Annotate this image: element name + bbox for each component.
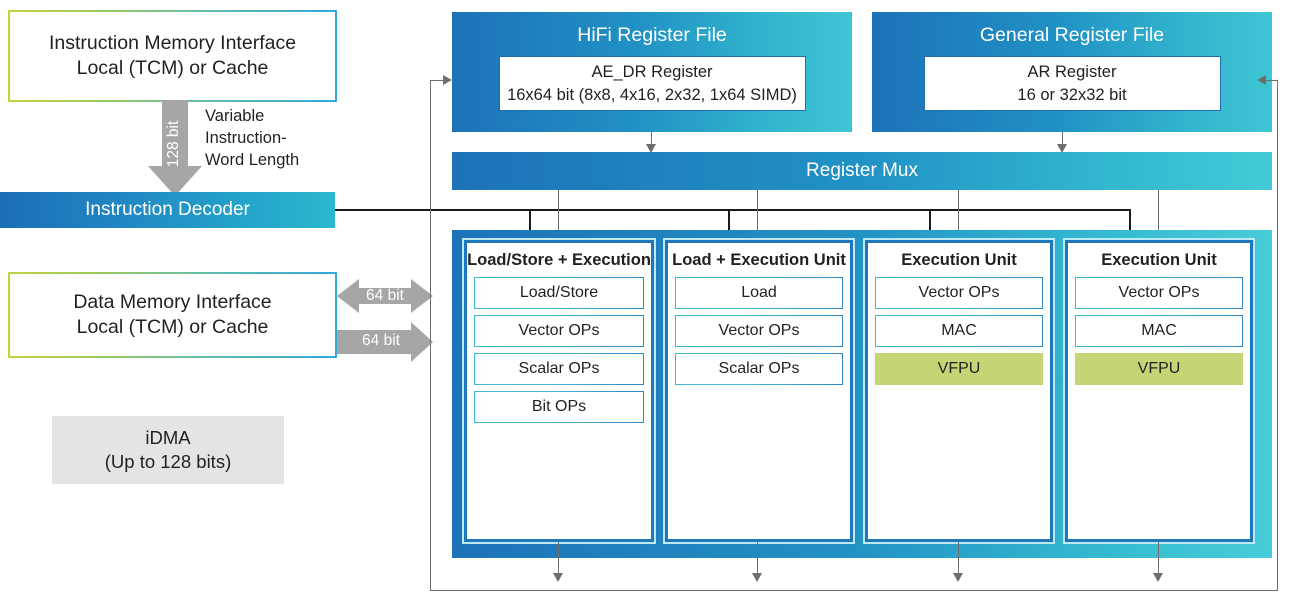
- instruction-bus-note: Variable Instruction- Word Length: [205, 106, 355, 172]
- data-memory-line1: Data Memory Interface: [73, 290, 272, 313]
- execution-unit-4-op-2: MAC: [1075, 315, 1243, 347]
- ae-dr-register-line2: 16x64 bit (8x8, 4x16, 2x32, 1x64 SIMD): [507, 85, 797, 104]
- execution-unit-4-op-1: Vector OPs: [1075, 277, 1243, 309]
- execution-unit-1-op-1: Load/Store: [474, 277, 644, 309]
- execution-unit-3-op-1: Vector OPs: [875, 277, 1043, 309]
- ae-dr-register-line1: AE_DR Register: [591, 63, 713, 82]
- hifi-register-file: HiFi Register File AE_DR Register 16x64 …: [452, 12, 852, 132]
- idma-block: iDMA (Up to 128 bits): [52, 416, 284, 484]
- writeback-drop-unit-1: [558, 542, 560, 576]
- instruction-memory-line2: Local (TCM) or Cache: [76, 57, 269, 79]
- execution-unit-2-op-3: Scalar OPs: [675, 353, 843, 385]
- data-bus-arrow-bidirectional: [337, 279, 433, 313]
- execution-unit-1-op-4: Bit OPs: [474, 391, 644, 423]
- execution-unit-2-op-2: Vector OPs: [675, 315, 843, 347]
- general-register-file: General Register File AR Register 16 or …: [872, 12, 1272, 132]
- execution-unit-2-title: Load + Execution Unit: [672, 251, 846, 269]
- writeback-left-arrow: [443, 75, 452, 85]
- data-bus-arrow-unidirectional: [337, 322, 433, 362]
- execution-unit-card-4: Execution Unit Vector OPs MAC VFPU: [1063, 238, 1255, 544]
- execution-unit-card-2: Load + Execution Unit Load Vector OPs Sc…: [663, 238, 855, 544]
- writeback-arrow-unit-1: [553, 573, 563, 582]
- instruction-memory-interface: Instruction Memory Interface Local (TCM)…: [8, 10, 337, 102]
- mux-drop-unit-1: [558, 190, 560, 237]
- instruction-decoder: Instruction Decoder: [0, 192, 335, 228]
- decoder-drop-unit-3: [929, 209, 931, 237]
- writeback-right-riser: [1277, 80, 1279, 590]
- writeback-left-feed: [430, 80, 445, 82]
- execution-unit-3-op-2: MAC: [875, 315, 1043, 347]
- execution-unit-4-title: Execution Unit: [1101, 251, 1217, 269]
- decoder-drop-unit-1: [529, 209, 531, 237]
- execution-unit-2-op-1: Load: [675, 277, 843, 309]
- execution-unit-card-3: Execution Unit Vector OPs MAC VFPU: [863, 238, 1055, 544]
- writeback-right-feed: [1263, 80, 1278, 82]
- data-memory-interface: Data Memory Interface Local (TCM) or Cac…: [8, 272, 337, 358]
- ar-register-line1: AR Register: [1027, 63, 1117, 82]
- writeback-arrow-unit-2: [752, 573, 762, 582]
- decoder-drop-unit-2: [728, 209, 730, 237]
- register-mux: Register Mux: [452, 152, 1272, 190]
- writeback-arrow-unit-4: [1153, 573, 1163, 582]
- execution-unit-card-1: Load/Store + Execution Load/Store Vector…: [462, 238, 656, 544]
- hifi-register-file-title: HiFi Register File: [577, 24, 727, 46]
- instruction-bus-note-line3: Word Length: [205, 150, 300, 169]
- execution-unit-1-op-3: Scalar OPs: [474, 353, 644, 385]
- general-to-mux-line: [1062, 132, 1064, 146]
- hifi-to-mux-arrow: [646, 144, 656, 153]
- mux-drop-unit-4: [1158, 190, 1160, 237]
- writeback-bus-horizontal: [430, 590, 1278, 592]
- decoder-bus-horizontal: [335, 209, 1130, 211]
- writeback-drop-unit-3: [958, 542, 960, 576]
- writeback-right-arrow: [1257, 75, 1266, 85]
- ar-register-box: AR Register 16 or 32x32 bit: [923, 56, 1221, 111]
- instruction-memory-line1: Instruction Memory Interface: [48, 31, 297, 54]
- execution-unit-3-title: Execution Unit: [901, 251, 1017, 269]
- writeback-drop-unit-2: [757, 542, 759, 576]
- hifi-to-mux-line: [651, 132, 653, 146]
- idma-line1: iDMA: [145, 426, 191, 448]
- mux-drop-unit-2: [757, 190, 759, 237]
- execution-unit-1-op-2: Vector OPs: [474, 315, 644, 347]
- mux-drop-unit-3: [958, 190, 960, 237]
- instruction-decoder-label: Instruction Decoder: [85, 199, 250, 220]
- execution-unit-1-title: Load/Store + Execution: [467, 251, 651, 269]
- writeback-drop-unit-4: [1158, 542, 1160, 576]
- decoder-drop-unit-4: [1129, 209, 1131, 237]
- register-mux-label: Register Mux: [806, 160, 918, 181]
- data-memory-line2: Local (TCM) or Cache: [76, 316, 269, 338]
- writeback-left-riser: [430, 80, 432, 590]
- general-to-mux-arrow: [1057, 144, 1067, 153]
- instruction-bus-arrow: [148, 100, 202, 196]
- instruction-bus-note-line1: Variable: [205, 107, 265, 125]
- ar-register-line2: 16 or 32x32 bit: [1017, 85, 1127, 104]
- execution-unit-3-op-3: VFPU: [875, 353, 1043, 385]
- idma-line2: (Up to 128 bits): [104, 451, 232, 472]
- execution-unit-4-op-3: VFPU: [1075, 353, 1243, 385]
- ae-dr-register-box: AE_DR Register 16x64 bit (8x8, 4x16, 2x3…: [498, 56, 806, 111]
- writeback-arrow-unit-3: [953, 573, 963, 582]
- instruction-bus-note-line2: Instruction-: [205, 128, 287, 147]
- general-register-file-title: General Register File: [979, 24, 1165, 46]
